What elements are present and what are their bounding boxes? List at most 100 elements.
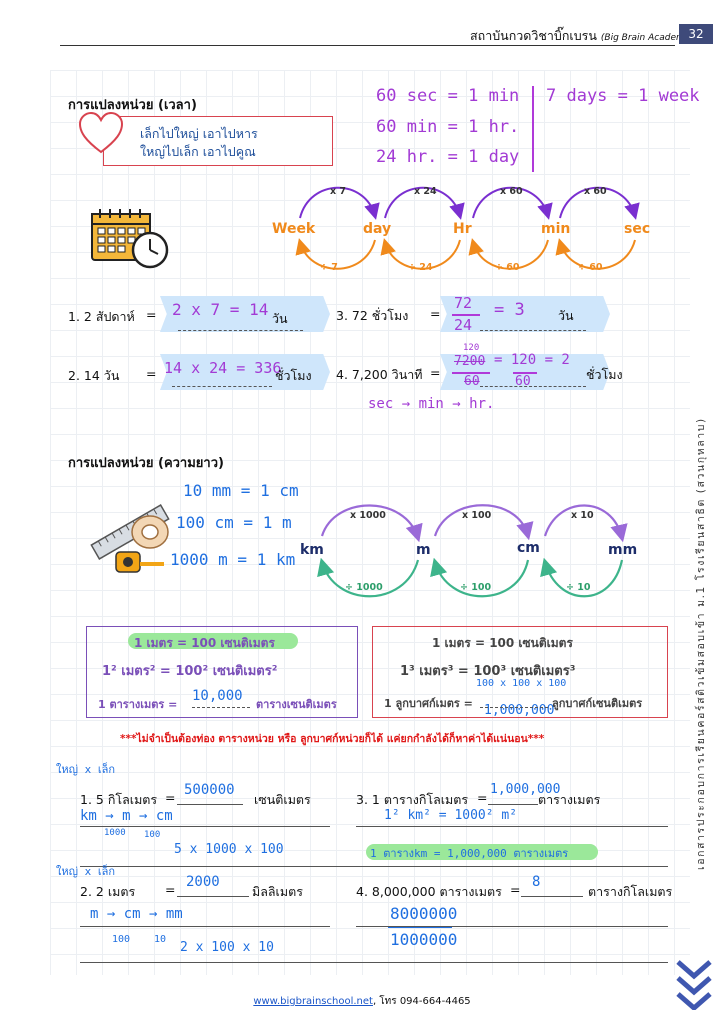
arrow-week-day bbox=[299, 186, 380, 220]
heart-icon bbox=[78, 111, 124, 154]
length-q1-chain: km → m → cm bbox=[80, 808, 173, 824]
time-conversion-diagram bbox=[295, 186, 640, 270]
div-hr-day: ÷ 24 bbox=[408, 262, 433, 273]
length-q2-work: 2 x 100 x 10 bbox=[180, 940, 274, 955]
time-q3-blank bbox=[480, 330, 586, 331]
calendar-clock-icon bbox=[91, 209, 169, 269]
note-min-hr: 60 min = 1 hr. bbox=[376, 117, 520, 137]
footer-phone: , โทร 094-664-4465 bbox=[372, 996, 471, 1007]
div-cm-m: ÷ 100 bbox=[460, 582, 492, 593]
div-m-km: ÷ 1000 bbox=[345, 582, 383, 593]
unit-sec: sec bbox=[624, 221, 651, 237]
time-q4-work-result-den: 60 bbox=[515, 374, 531, 389]
header-rule bbox=[60, 45, 675, 46]
big-small-note-2: ใหญ่ x เล็ก bbox=[56, 865, 116, 878]
length-section-title: การแปลงหน่วย (ความยาว) bbox=[68, 456, 224, 471]
ruler-tape-icon bbox=[90, 504, 170, 573]
volume-box-line3-post: ลูกบาศก์เซนติเมตร bbox=[552, 697, 643, 710]
unit-week: Week bbox=[272, 221, 316, 237]
mult-m-cm: x 100 bbox=[462, 510, 492, 521]
length-q1-work: 5 x 1000 x 100 bbox=[174, 842, 284, 857]
volume-box-line3-pre: 1 ลูกบาศก์เมตร = bbox=[384, 697, 473, 710]
time-q4-work-mid: 7200 bbox=[454, 354, 486, 369]
arrow-day-hr bbox=[384, 186, 465, 220]
time-section-title: การแปลงหน่วย (เวลา) bbox=[68, 98, 197, 113]
time-q3: 3. 72 ชั่วโมง bbox=[336, 308, 409, 323]
area-box bbox=[86, 626, 358, 718]
note-m-km: 1000 m = 1 km bbox=[170, 550, 296, 569]
unit-m: m bbox=[416, 542, 431, 558]
length-q1-answer: 500000 bbox=[184, 782, 235, 798]
time-q4-result-bar bbox=[513, 372, 537, 374]
unit-min: min bbox=[541, 221, 571, 237]
length-q4-work1: 8000000 bbox=[390, 904, 458, 923]
time-q3-work-result: = 3 bbox=[494, 300, 525, 320]
note-divider bbox=[532, 86, 534, 172]
mult-day-hr: x 24 bbox=[414, 186, 437, 197]
footer-website-link[interactable]: www.bigbrainschool.net bbox=[253, 996, 373, 1007]
length-q2-chain: m → cm → mm bbox=[90, 906, 183, 922]
length-q2-chain-mult-1: 100 bbox=[112, 934, 131, 945]
footer: www.bigbrainschool.net, โทร 094-664-4465 bbox=[0, 994, 724, 1009]
time-q2-blank bbox=[172, 386, 272, 387]
div-day-week: ÷ 7 bbox=[320, 262, 338, 273]
time-q4-unit: ชั่วโมง bbox=[586, 367, 623, 382]
unit-hr: Hr bbox=[453, 221, 472, 237]
area-box-line3-pre: 1 ตารางเมตร = bbox=[98, 698, 178, 711]
div-sec-min: ÷ 60 bbox=[578, 262, 603, 273]
area-box-line3-post: ตารางเซนติเมตร bbox=[256, 698, 337, 711]
length-rule-bottom bbox=[80, 962, 668, 963]
length-q2-eq: = bbox=[165, 882, 176, 897]
area-box-line3-val: 10,000 bbox=[192, 688, 243, 704]
time-q2-unit: ชั่วโมง bbox=[275, 368, 312, 383]
note-sec-min: 60 sec = 1 min bbox=[376, 86, 520, 106]
div-min-hr: ÷ 60 bbox=[495, 262, 520, 273]
length-q4-rule bbox=[356, 926, 668, 927]
length-q1-eq: = bbox=[165, 790, 176, 805]
volume-box-line3-val: 1,000,000 bbox=[484, 703, 555, 718]
time-q1-work: 2 x 7 = 14 bbox=[172, 300, 269, 319]
length-q3: 3. 1 ตารางกิโลเมตร bbox=[356, 792, 469, 807]
length-q1-blank bbox=[177, 804, 243, 805]
mult-min-sec: x 60 bbox=[584, 186, 607, 197]
note-cm-m: 100 cm = 1 m bbox=[176, 513, 292, 532]
q1-answer-banner bbox=[160, 296, 330, 332]
length-q1-unit: เซนติเมตร bbox=[254, 792, 311, 807]
time-q3-work-bottom: 24 bbox=[454, 316, 473, 334]
arrow-hr-min bbox=[472, 186, 553, 220]
length-q4-fraction-bar bbox=[388, 926, 452, 928]
length-q3-rule bbox=[356, 826, 668, 827]
mult-cm-mm: x 10 bbox=[571, 510, 594, 521]
length-q2-rule bbox=[80, 926, 330, 927]
tip-line-1: เล็กไปใหญ่ เอาไปหาร bbox=[140, 126, 258, 141]
length-q1-rule bbox=[80, 826, 330, 827]
length-q3-highlight bbox=[366, 844, 598, 860]
header-institute: สถาบันกวดวิชาบิ๊กเบรน (Big Brain Academy… bbox=[470, 28, 694, 43]
length-q4-eq: = bbox=[510, 882, 521, 897]
length-q4-answer: 8 bbox=[532, 874, 541, 890]
mult-week-day: x 7 bbox=[330, 186, 347, 197]
time-q4-eq: = bbox=[430, 365, 441, 380]
area-box-line2: 1² เมตร² = 100² เซนติเมตร² bbox=[102, 664, 278, 679]
time-q1-eq: = bbox=[146, 307, 157, 322]
length-q3-unit: ตารางเมตร bbox=[538, 792, 601, 807]
time-q3-unit: วัน bbox=[558, 308, 574, 323]
time-q2: 2. 14 วัน bbox=[68, 368, 120, 383]
tip-box bbox=[103, 116, 333, 166]
volume-box-line2: 1³ เมตร³ = 100³ เซนติเมตร³ bbox=[400, 664, 576, 679]
time-q3-fraction-bar bbox=[452, 314, 480, 316]
volume-box-line2-note: 100 x 100 x 100 bbox=[476, 678, 567, 689]
warning-text: ***ไม่จำเป็นต้องท่อง ตารางหน่วย หรือ ลูก… bbox=[120, 733, 545, 745]
time-q4-fraction-bar bbox=[452, 372, 490, 374]
q2-answer-banner bbox=[160, 354, 330, 390]
time-q4-work-result: = 120 = 2 bbox=[494, 352, 570, 368]
length-q4-work2: 1000000 bbox=[390, 930, 458, 949]
time-q3-work-top: 72 bbox=[454, 294, 473, 312]
time-q1: 1. 2 สัปดาห์ bbox=[68, 309, 135, 324]
big-small-note-1: ใหญ่ x เล็ก bbox=[56, 763, 116, 776]
volume-box bbox=[372, 626, 668, 718]
time-q2-eq: = bbox=[146, 366, 157, 381]
time-q4-work-top: 120 bbox=[463, 343, 480, 353]
length-conversion-diagram bbox=[317, 504, 628, 598]
length-q2: 2. 2 เมตร bbox=[80, 884, 136, 899]
